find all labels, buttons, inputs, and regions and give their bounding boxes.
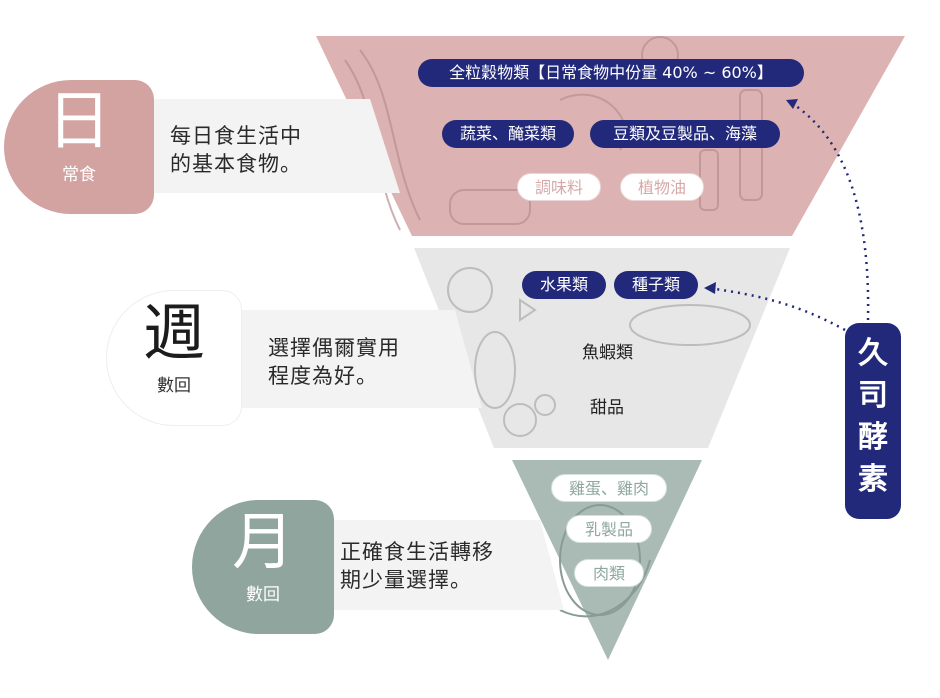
pill-dairy: 乳製品 [566,515,652,543]
daily-description-line2: 的基本食物。 [170,152,302,176]
weekly-description-line2: 程度為好。 [268,364,378,388]
weekly-badge-subtitle: 數回 [157,376,191,396]
daily-description-line1: 每日食生活中 [170,124,302,148]
pill-eggs-chicken: 雞蛋、雞肉 [551,474,667,502]
monthly-ribbon [330,520,564,610]
daily-ribbon [138,99,400,193]
monthly-badge: 月 數回 [192,500,334,634]
monthly-description-line2: 期少量選擇。 [340,568,472,592]
daily-badge: 日 常食 [4,80,154,214]
pill-vegetable-oil: 植物油 [620,173,704,201]
daily-badge-title: 日 [47,85,111,159]
pill-vegetables: 蔬菜、醃菜類 [442,120,574,148]
weekly-ribbon [236,310,482,408]
item-desserts: 甜品 [590,398,624,418]
pill-whole-grains: 全粒穀物類【日常食物中份量 40% ~ 60%】 [418,59,804,87]
monthly-badge-title: 月 [231,505,294,578]
monthly-description: 正確食生活轉移 期少量選擇。 [340,538,494,594]
pill-seasoning: 調味料 [517,173,601,201]
weekly-description: 選擇偶爾實用 程度為好。 [268,334,400,390]
daily-description: 每日食生活中 的基本食物。 [170,122,302,178]
arrow-to-seeds [707,286,846,332]
pill-seeds: 種子類 [614,271,698,299]
item-seafood: 魚蝦類 [582,343,633,363]
arrow-to-grains [789,100,870,321]
pill-beans-seaweed: 豆類及豆製品、海藻 [590,120,780,148]
pill-meat: 肉類 [574,559,644,587]
daily-badge-subtitle: 常食 [62,165,96,185]
pill-fruits: 水果類 [522,271,606,299]
weekly-badge: 週 數回 [106,290,242,426]
monthly-description-line1: 正確食生活轉移 [340,540,494,564]
kushi-enzyme-label: 久司酵素 [845,323,901,519]
weekly-badge-title: 週 [142,296,205,369]
weekly-description-line1: 選擇偶爾實用 [268,336,400,360]
monthly-badge-subtitle: 數回 [246,585,280,605]
